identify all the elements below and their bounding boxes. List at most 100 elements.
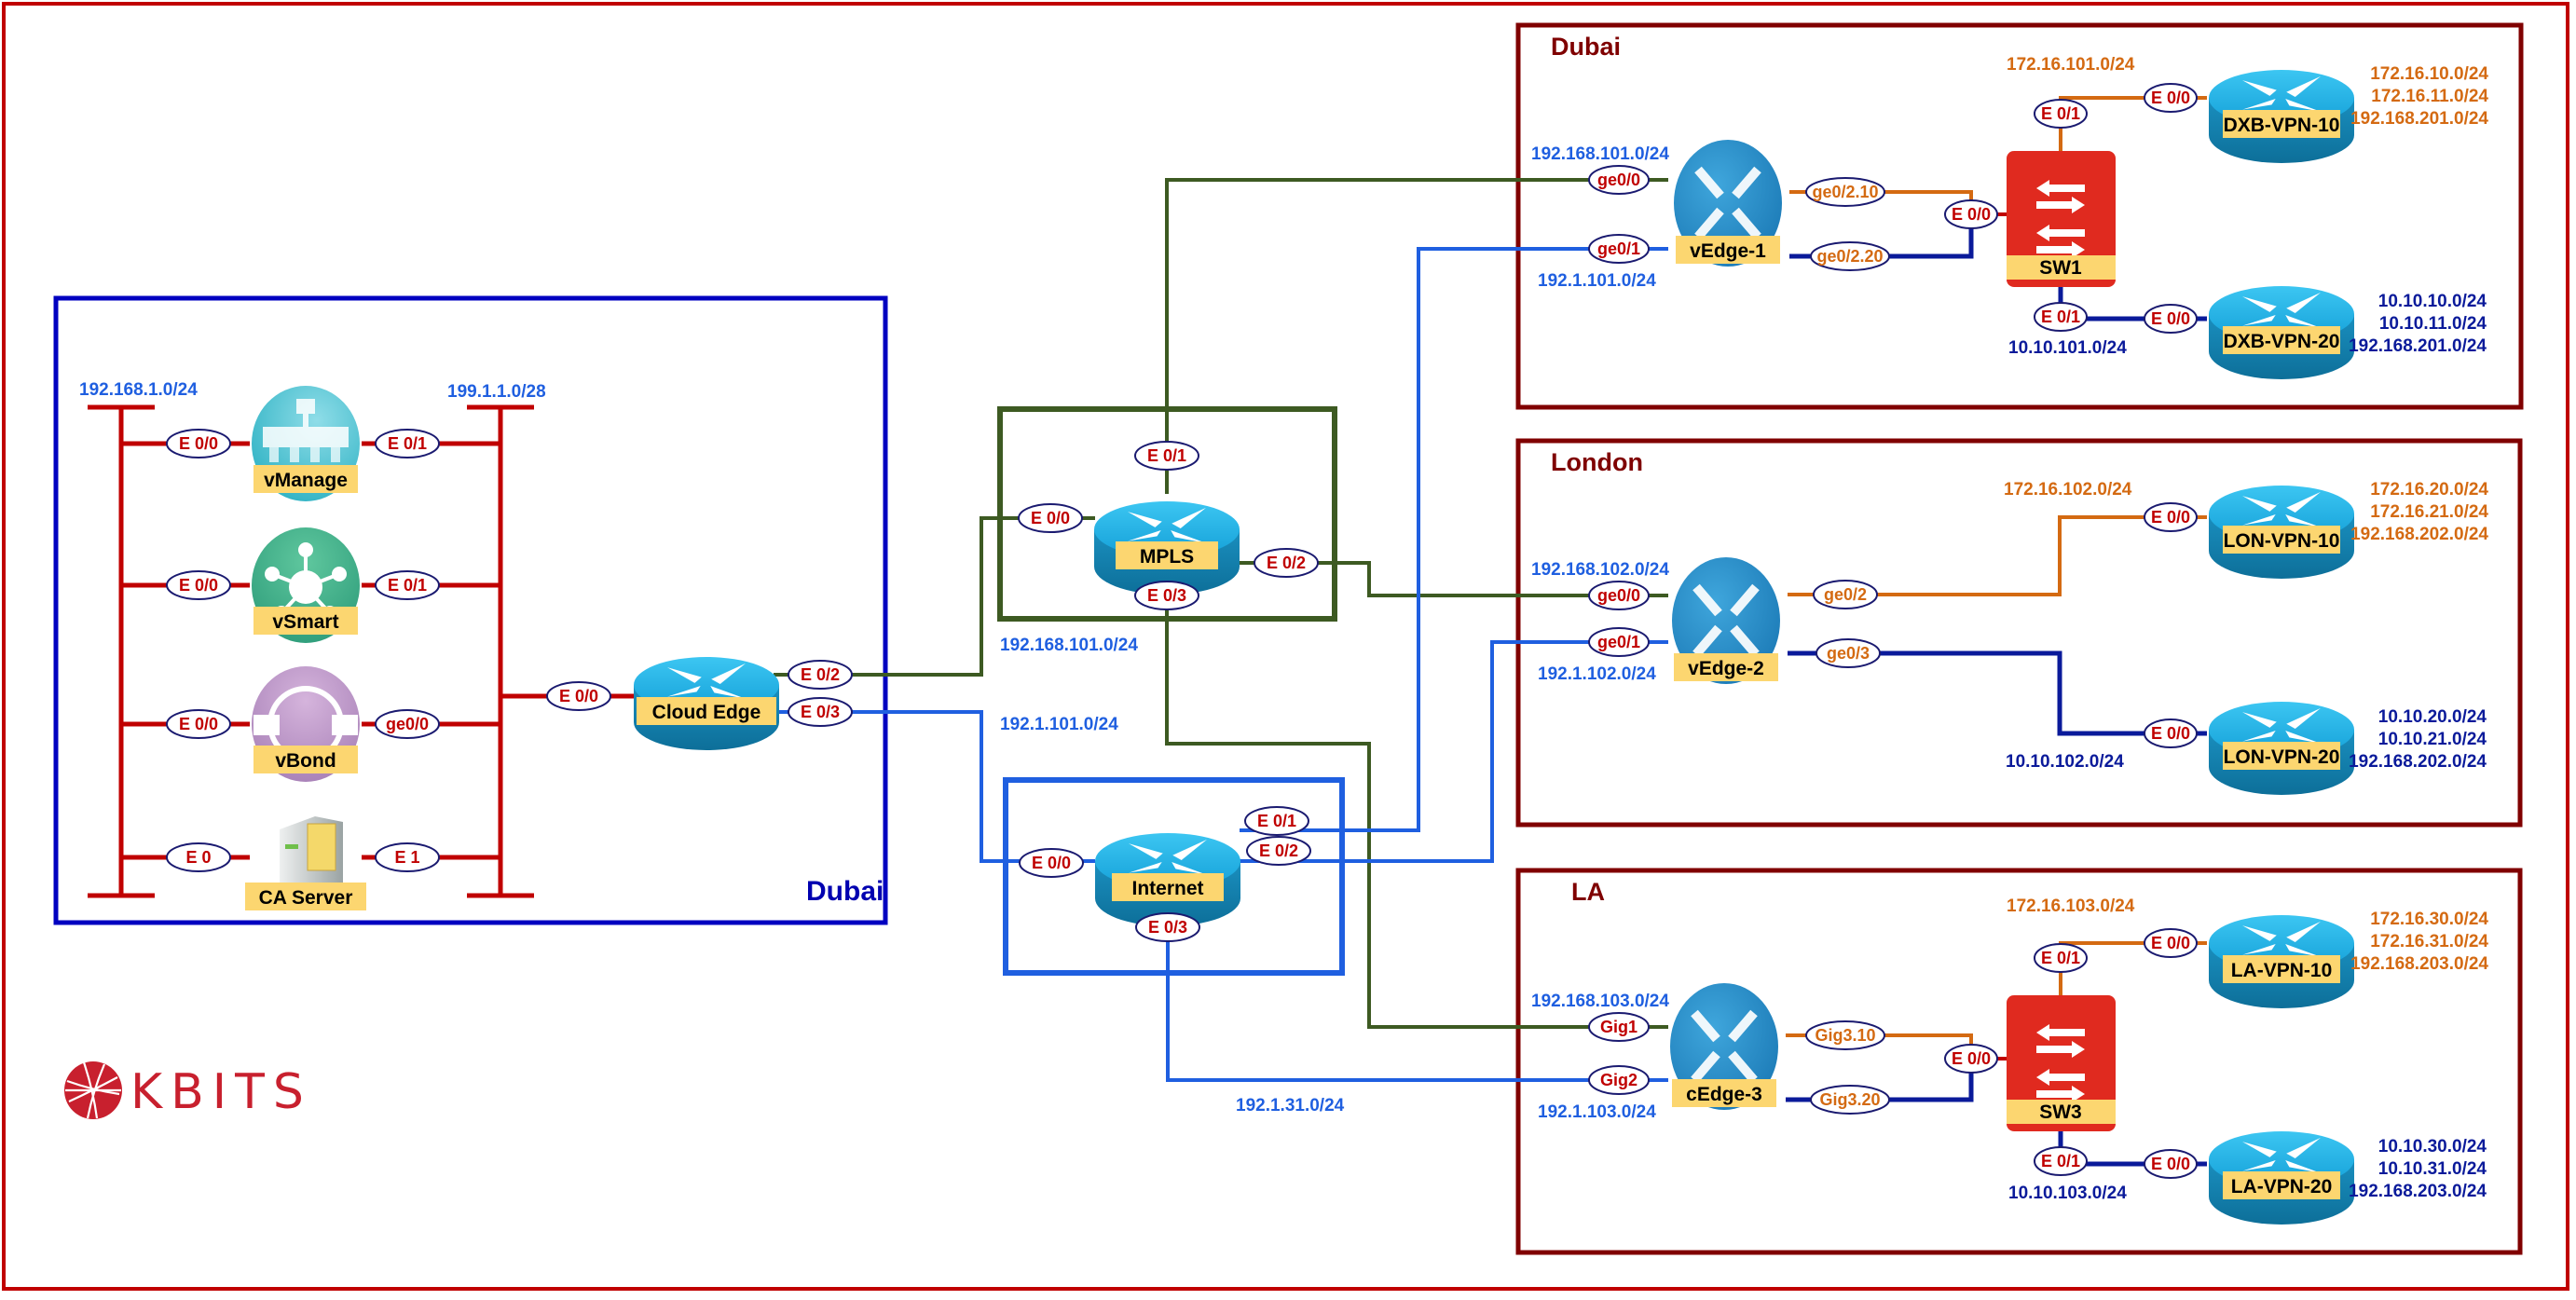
lan-subnet-label: 192.168.202.0/24	[2350, 525, 2488, 544]
interface-cloud-edge-e0-2[interactable]: E 0/2	[788, 660, 853, 690]
interface-london-inet[interactable]: ge0/1	[1588, 627, 1650, 657]
la-switch[interactable]: SW3	[2007, 995, 2116, 1131]
glyph	[290, 447, 299, 462]
interface-la-switch-e0-0[interactable]: E 0/0	[1944, 1044, 1998, 1074]
interface-london-vpn20-e0-0[interactable]: E 0/0	[2144, 718, 2198, 748]
interface-badge	[1810, 241, 1890, 271]
region-label-dubai: Dubai	[1551, 33, 1621, 61]
interface-internet-e0-0[interactable]: E 0/0	[1019, 848, 1084, 878]
device-label-bg	[253, 465, 358, 493]
ca-server-label: CA Server	[245, 883, 366, 910]
vsmart-label: vSmart	[253, 607, 358, 635]
interface-london-vpn10-e0-0[interactable]: E 0/0	[2144, 502, 2198, 532]
dubai-vpn10-router-label: DXB-VPN-10	[2223, 110, 2340, 138]
interface-internet-e0-3[interactable]: E 0/3	[1135, 912, 1200, 942]
subnet-label: 192.1.103.0/24	[1538, 1102, 1656, 1122]
device-name: SW3	[2039, 1102, 2082, 1123]
arrow-glyph	[2285, 1160, 2321, 1173]
logo-text: KBITS	[130, 1064, 312, 1120]
arrow-glyph	[1732, 166, 1761, 199]
interface-2-left[interactable]: E 0/0	[166, 709, 231, 739]
interface-label: ge0/0	[1597, 171, 1640, 189]
interface-la-vpn20-e0-0[interactable]: E 0/0	[2144, 1149, 2198, 1179]
interface-3-left[interactable]: E 0	[166, 842, 231, 872]
interface-1-right[interactable]: E 0/1	[375, 570, 440, 600]
interface-dubai-switch-e0-0[interactable]: E 0/0	[1944, 199, 1998, 229]
interface-dubai-inet[interactable]: ge0/1	[1588, 234, 1650, 264]
interface-badge	[2144, 304, 2198, 334]
device-name: vEdge-1	[1690, 240, 1766, 262]
interface-badge	[166, 570, 231, 600]
interface-la-inet[interactable]: Gig2	[1588, 1065, 1650, 1095]
interface-0-right[interactable]: E 0/1	[375, 429, 440, 458]
arrow-glyph	[2286, 75, 2321, 97]
interface-dubai-vpn10[interactable]: ge0/2.10	[1805, 177, 1885, 207]
device-name: DXB-VPN-10	[2224, 115, 2340, 136]
arrow-glyph	[2072, 1041, 2085, 1058]
link-mpls-la	[1165, 578, 1668, 1029]
arrow-glyph	[667, 667, 702, 683]
dubai-edge-router-label: vEdge-1	[1676, 236, 1780, 264]
interface-badge	[1805, 1020, 1885, 1050]
interface-cloud-edge-e0-0[interactable]: E 0/0	[546, 681, 611, 711]
interface-badge	[1813, 580, 1878, 609]
interface-2-right[interactable]: ge0/0	[375, 709, 440, 739]
interface-london-mpls[interactable]: ge0/0	[1588, 581, 1650, 610]
device-name: LA-VPN-10	[2231, 960, 2333, 981]
dubai-edge-router[interactable]	[1674, 140, 1782, 267]
interface-1-left[interactable]: E 0/0	[166, 570, 231, 600]
la-edge-router[interactable]	[1670, 983, 1778, 1110]
london-edge-router[interactable]	[1672, 557, 1780, 684]
interface-dubai-switch-e0-1-bottom[interactable]: E 0/1	[2034, 302, 2088, 332]
interface-dubai-vpn20[interactable]: ge0/2.20	[1810, 241, 1890, 271]
interface-la-vpn10-e0-0[interactable]: E 0/0	[2144, 928, 2198, 958]
arrow-glyph	[2036, 225, 2049, 241]
glyph	[285, 844, 298, 849]
interface-london-vpn10[interactable]: ge0/2	[1813, 580, 1878, 609]
interface-la-vpn20[interactable]: Gig3.20	[1810, 1085, 1890, 1115]
arrow-glyph	[1129, 843, 1163, 859]
interface-london-vpn20[interactable]: ge0/3	[1816, 638, 1881, 668]
interface-badge	[1134, 441, 1199, 471]
dubai-switch[interactable]: SW1	[2007, 151, 2116, 287]
interface-label: E 0/1	[388, 434, 427, 453]
interface-badge	[2144, 83, 2198, 113]
interface-dubai-vpn10-e0-0[interactable]: E 0/0	[2144, 83, 2198, 113]
internet-cloud-box	[1003, 777, 1345, 976]
glyph	[307, 823, 336, 871]
interface-internet-e0-1[interactable]: E 0/1	[1244, 806, 1309, 836]
interface-badge	[1588, 1065, 1650, 1095]
device-label-bg	[1112, 873, 1224, 901]
la-vpn10-router-label: LA-VPN-10	[2223, 955, 2340, 983]
interface-badge	[2034, 99, 2088, 129]
interface-internet-e0-2[interactable]: E 0/2	[1246, 836, 1311, 866]
interface-mpls-e0-2[interactable]: E 0/2	[1254, 548, 1319, 578]
interface-la-switch-e0-1-top[interactable]: E 0/1	[2034, 943, 2088, 973]
interface-la-switch-e0-1-bottom[interactable]: E 0/1	[2034, 1146, 2088, 1176]
switch-icon	[2007, 995, 2116, 1131]
interface-cloud-edge-e0-3[interactable]: E 0/3	[788, 697, 853, 727]
switch-icon	[2007, 151, 2116, 287]
interface-mpls-e0-1[interactable]: E 0/1	[1134, 441, 1199, 471]
ca-server-device[interactable]	[280, 816, 343, 895]
interface-mpls-e0-3[interactable]: E 0/3	[1134, 581, 1199, 610]
london-edge-router-label: vEdge-2	[1674, 653, 1778, 681]
lan-subnet-label: 10.10.30.0/24	[2378, 1137, 2487, 1156]
interface-dubai-switch-e0-1-top[interactable]: E 0/1	[2034, 99, 2088, 129]
arrow-glyph	[1732, 207, 1761, 240]
link-internet-la	[1166, 904, 1668, 1082]
interface-3-right[interactable]: E 1	[375, 842, 440, 872]
interface-label: ge0/1	[1597, 633, 1640, 651]
interface-dubai-vpn20-e0-0[interactable]: E 0/0	[2144, 304, 2198, 334]
arrow-glyph	[2285, 99, 2321, 112]
arrow-glyph	[2036, 1024, 2049, 1041]
interface-la-mpls[interactable]: Gig1	[1588, 1012, 1650, 1042]
interface-mpls-e0-0[interactable]: E 0/0	[1018, 503, 1083, 533]
interface-0-left[interactable]: E 0/0	[166, 429, 231, 458]
interface-la-vpn10[interactable]: Gig3.10	[1805, 1020, 1885, 1050]
glyph	[303, 414, 308, 427]
interface-label: E 0/1	[388, 576, 427, 595]
glyph	[298, 542, 313, 557]
interface-dubai-mpls[interactable]: ge0/0	[1588, 165, 1650, 195]
